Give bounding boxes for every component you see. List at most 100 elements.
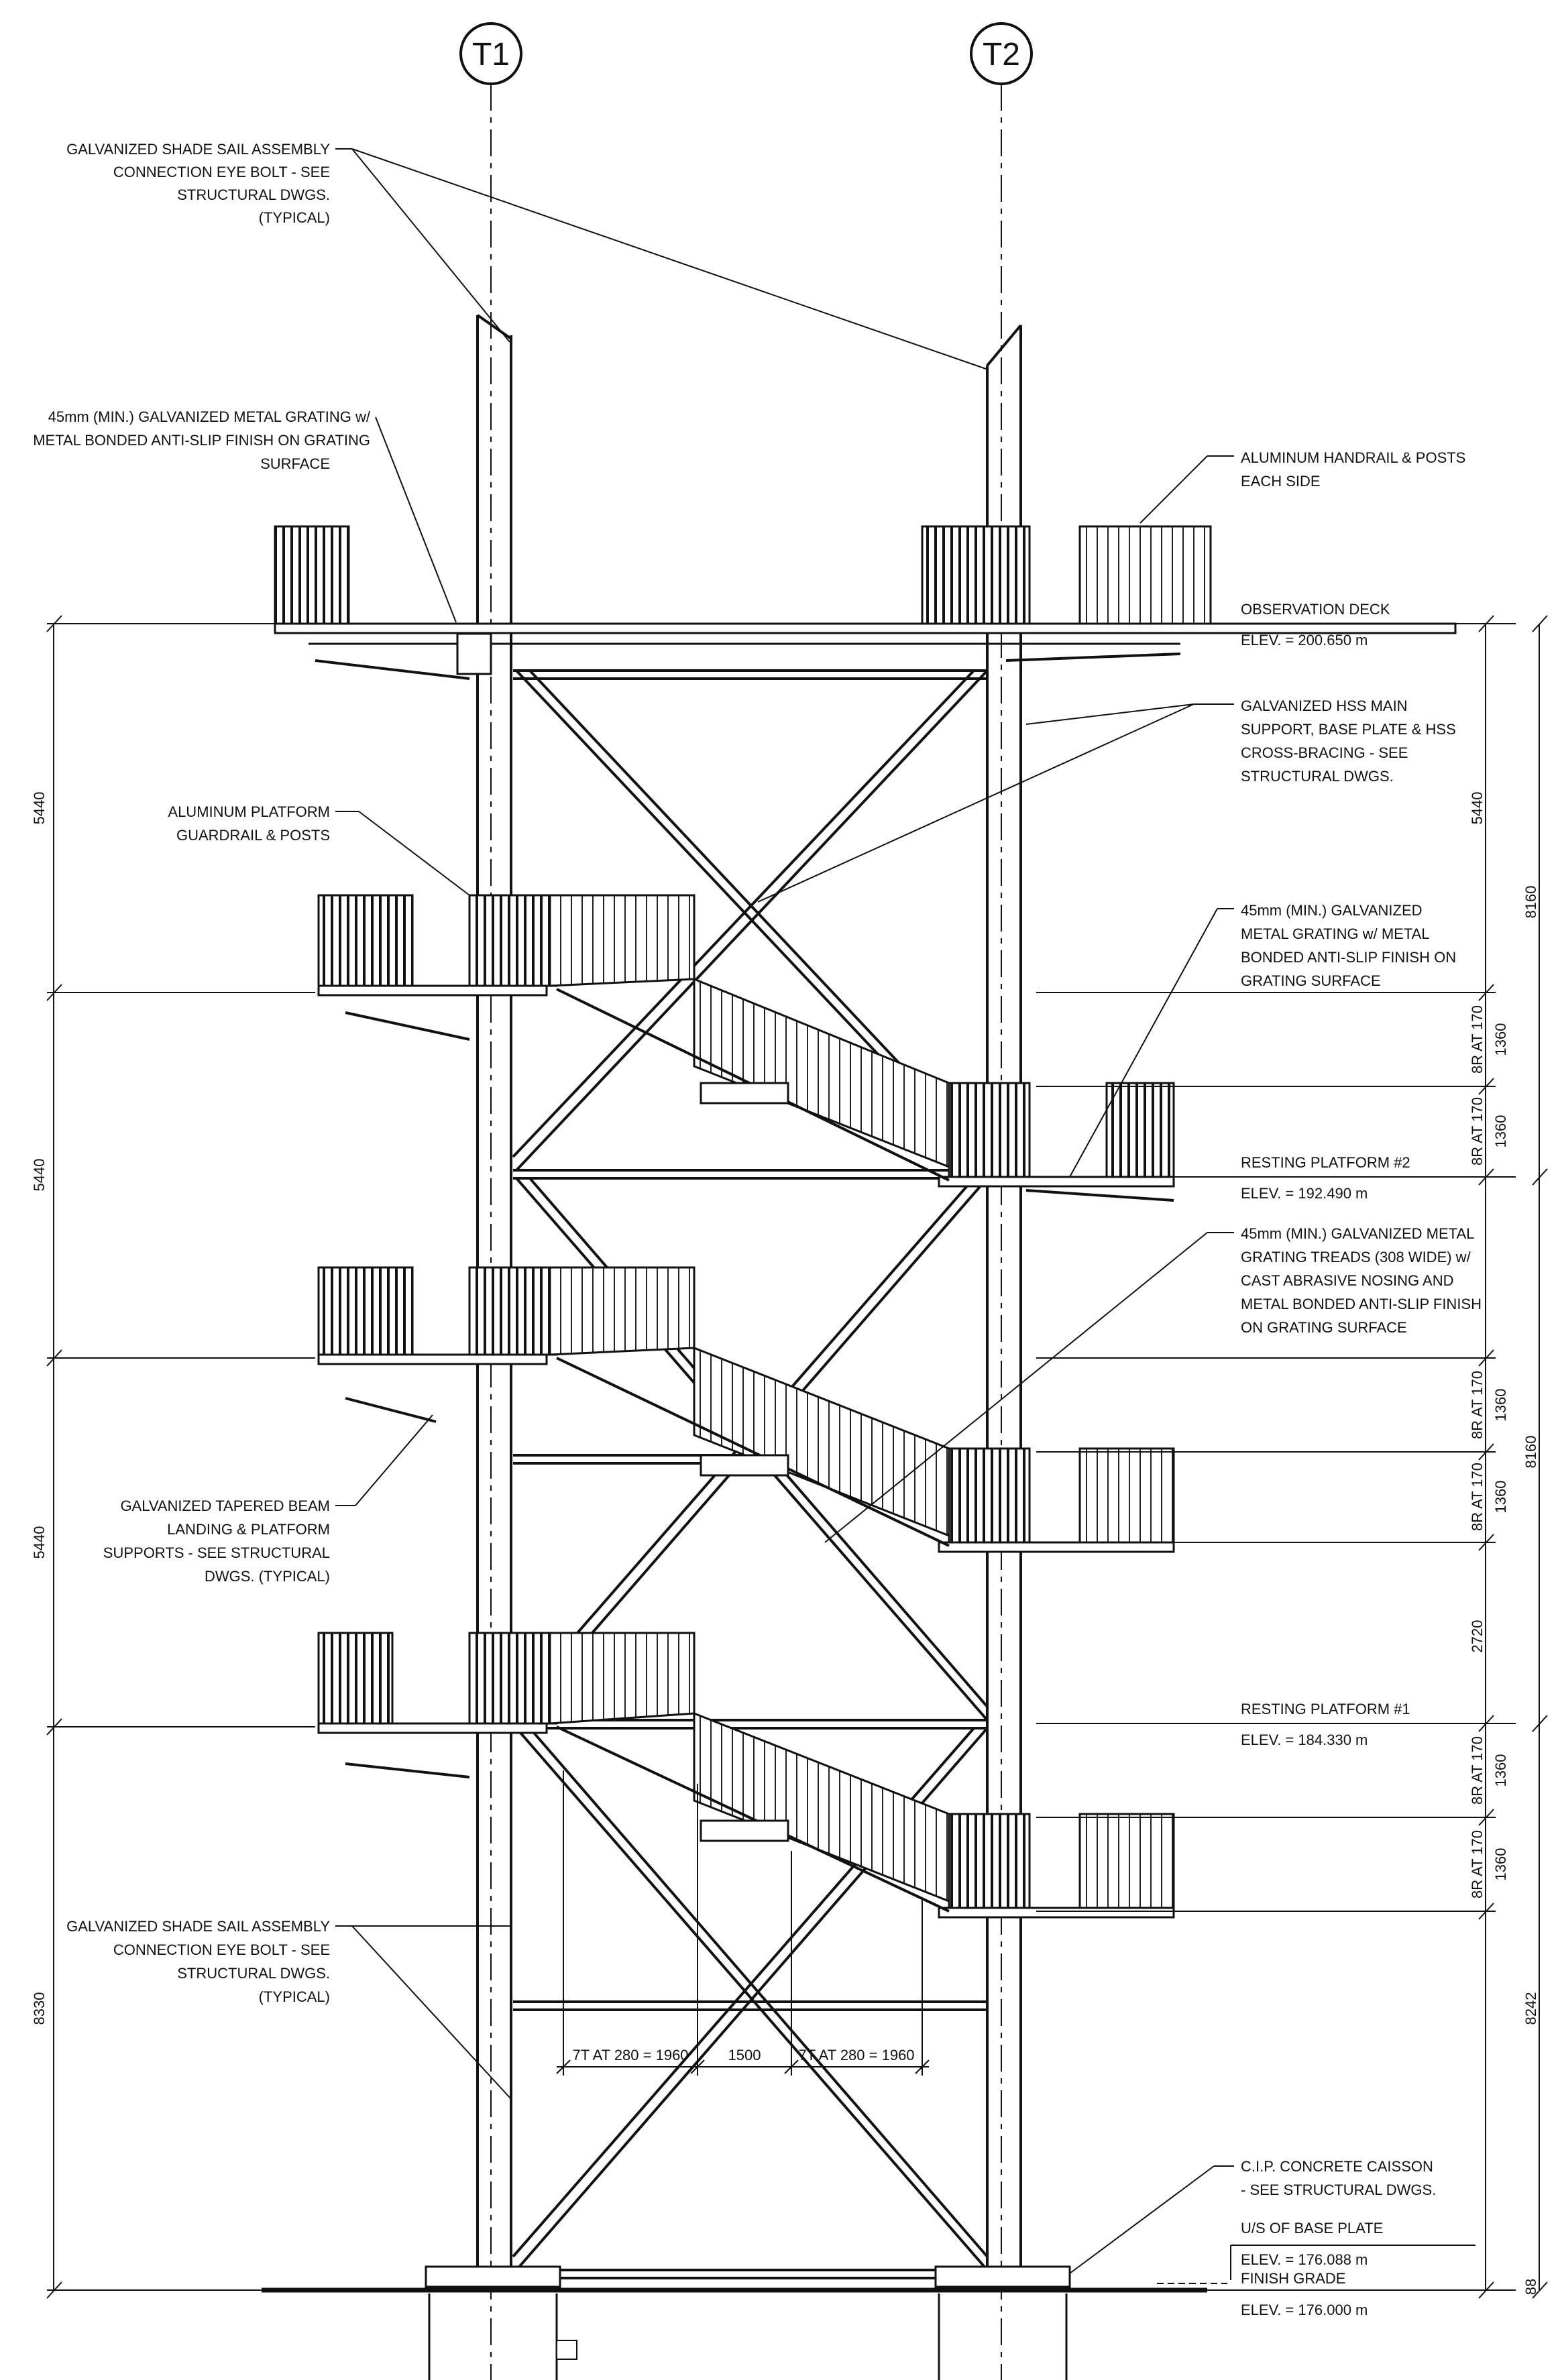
level-elevation: ELEV. = 200.650 m [1241,632,1368,648]
note-line: BONDED ANTI-SLIP FINISH ON [1241,949,1456,966]
note-line: ALUMINUM HANDRAIL & POSTS [1241,449,1465,466]
note-line: CROSS-BRACING - SEE [1241,744,1408,761]
note-line: STRUCTURAL DWGS. [177,1965,330,1982]
note-grating-deck: 45mm (MIN.) GALVANIZED METAL GRATING w/ … [33,408,457,623]
note-line: 45mm (MIN.) GALVANIZED METAL [1241,1225,1474,1242]
level-resting-platform-1: RESTING PLATFORM #1 ELEV. = 184.330 m [1036,1701,1516,1748]
note-line: GALVANIZED HSS MAIN [1241,697,1408,714]
dim-left-2: 5440 [31,1159,48,1192]
note-line: - SEE STRUCTURAL DWGS. [1241,2181,1436,2198]
note-treads: 45mm (MIN.) GALVANIZED METAL GRATING TRE… [824,1225,1482,1543]
dim-right-inner: 8R AT 170 [1469,1830,1486,1899]
note-tapered-beam: GALVANIZED TAPERED BEAM LANDING & PLATFO… [103,1414,433,1585]
note-line: SUPPORTS - SEE STRUCTURAL [103,1544,330,1561]
level-name: RESTING PLATFORM #1 [1241,1701,1410,1717]
platform-resting-1 [317,1632,558,1778]
ground-line [262,2283,1227,2293]
note-line: CONNECTION EYE BOLT - SEE [113,164,330,180]
note-shade-sail-bottom: GALVANIZED SHADE SAIL ASSEMBLY CONNECTIO… [66,1918,512,2100]
dimension-bottom [556,1770,930,2076]
dim-right-inner: 1360 [1492,1481,1509,1514]
grid-label-t2: T2 [983,37,1020,72]
note-hss: GALVANIZED HSS MAIN SUPPORT, BASE PLATE … [757,697,1456,903]
note-line: SUPPORT, BASE PLATE & HSS [1241,721,1456,738]
level-name: OBSERVATION DECK [1241,601,1390,618]
level-observation-deck: OBSERVATION DECK ELEV. = 200.650 m [47,601,1516,648]
dim-right-inner: 1360 [1492,1848,1509,1881]
grid-label-t1: T1 [472,37,510,72]
dim-bottom-1: 7T AT 280 = 1960 [572,2047,688,2063]
dim-left-3: 5440 [31,1526,48,1559]
note-line: 45mm (MIN.) GALVANIZED [1241,902,1423,919]
level-finish-grade: FINISH GRADE ELEV. = 176.000 m [1207,2270,1516,2318]
caisson-t2 [934,2265,1071,2380]
note-line: METAL BONDED ANTI-SLIP FINISH ON GRATING [33,432,370,449]
note-line: GALVANIZED SHADE SAIL ASSEMBLY [66,141,330,158]
note-line: METAL GRATING w/ METAL [1241,925,1430,942]
note-line: STRUCTURAL DWGS. [177,186,330,203]
dim-right-inner: 8R AT 170 [1469,1097,1486,1166]
note-line: SURFACE [260,455,330,472]
note-line: ON GRATING SURFACE [1241,1319,1407,1336]
dim-right-outer: 8160 [1522,886,1539,919]
stair-flight-1 [549,894,950,1182]
note-line: (TYPICAL) [259,1988,330,2005]
note-line: (TYPICAL) [259,209,330,226]
dim-bottom-3: 7T AT 280 = 1960 [798,2047,914,2063]
note-handrail: ALUMINUM HANDRAIL & POSTS EACH SIDE [1139,449,1465,524]
dim-right-inner: 2720 [1469,1620,1486,1653]
level-name: U/S OF BASE PLATE [1241,2220,1383,2236]
note-line: C.I.P. CONCRETE CAISSON [1241,2158,1433,2175]
dimension-right [1036,615,1548,2299]
main-column-t2 [986,324,1022,2277]
platform-middle-right [938,1447,1175,1553]
level-elevation: ELEV. = 184.330 m [1241,1732,1368,1748]
dim-bottom-2: 1500 [728,2047,761,2063]
note-line: GRATING SURFACE [1241,972,1381,989]
level-elevation: ELEV. = 176.000 m [1241,2302,1368,2318]
dim-left-1: 5440 [31,792,48,825]
dim-right-inner: 1360 [1492,1115,1509,1148]
dim-right-inner: 8R AT 170 [1469,1736,1486,1805]
note-line: CONNECTION EYE BOLT - SEE [113,1941,330,1958]
note-line: GUARDRAIL & POSTS [176,827,330,844]
dim-right-inner: 1360 [1492,1023,1509,1056]
note-line: GRATING TREADS (308 WIDE) w/ [1241,1249,1471,1265]
dim-left-4: 8330 [31,1992,48,2025]
platform-middle-left [317,1266,558,1423]
level-name: FINISH GRADE [1241,2270,1345,2287]
dim-right-inner: 1360 [1492,1389,1509,1422]
platform-resting-2 [938,1082,1175,1202]
caisson-t1 [425,2265,577,2380]
dim-right-inner: 5440 [1469,792,1486,825]
dim-right-outer: 88 [1522,2279,1539,2295]
level-elevation: ELEV. = 192.490 m [1241,1185,1368,1202]
level-name: RESTING PLATFORM #2 [1241,1154,1410,1171]
level-elevation: ELEV. = 176.088 m [1241,2251,1368,2268]
stair-flight-2 [549,1266,950,1547]
railing-deck-right [1078,525,1212,625]
note-shade-sail-top: GALVANIZED SHADE SAIL ASSEMBLY CONNECTIO… [66,141,987,370]
note-line: EACH SIDE [1241,473,1321,490]
note-line: ALUMINUM PLATFORM [168,803,330,820]
note-line: METAL BONDED ANTI-SLIP FINISH [1241,1296,1482,1312]
observation-deck [274,525,1457,680]
stair-flight-3 [549,1632,950,1913]
note-line: 45mm (MIN.) GALVANIZED METAL GRATING w/ [48,408,371,425]
note-line: GALVANIZED TAPERED BEAM [120,1497,330,1514]
level-resting-platform-2: RESTING PLATFORM #2 ELEV. = 192.490 m [1036,1154,1516,1202]
note-grating-platform: 45mm (MIN.) GALVANIZED METAL GRATING w/ … [1069,902,1456,1178]
note-line: STRUCTURAL DWGS. [1241,768,1394,785]
dimension-left [46,615,315,2299]
dim-right-inner: 8R AT 170 [1469,1463,1486,1531]
note-caisson: C.I.P. CONCRETE CAISSON - SEE STRUCTURAL… [1069,2158,1436,2274]
level-base-plate: U/S OF BASE PLATE ELEV. = 176.088 m [1230,2220,1476,2280]
note-line: GALVANIZED SHADE SAIL ASSEMBLY [66,1918,330,1935]
note-line: CAST ABRASIVE NOSING AND [1241,1272,1453,1289]
dim-right-inner: 8R AT 170 [1469,1371,1486,1439]
railing-deck-left [274,525,350,625]
dim-right-outer: 8160 [1522,1436,1539,1469]
note-line: DWGS. (TYPICAL) [205,1568,330,1585]
note-line: LANDING & PLATFORM [167,1521,330,1538]
